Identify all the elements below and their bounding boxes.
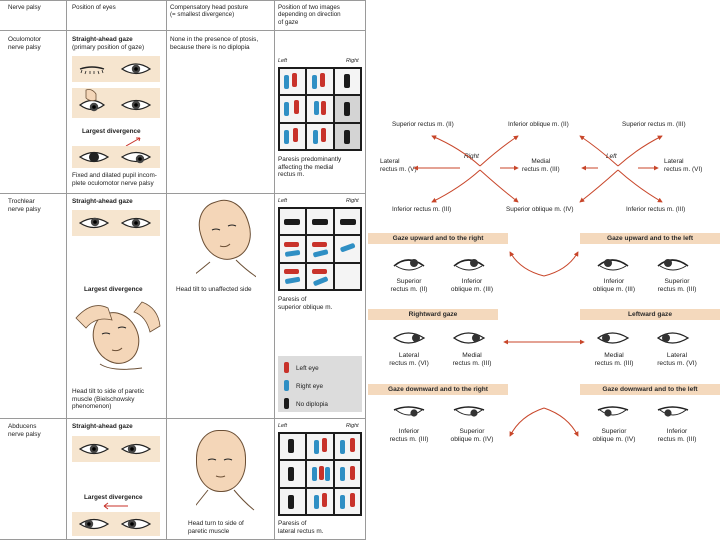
legend xyxy=(278,356,362,412)
muscle-mid-right-1: Lateral rectus m. (VI) xyxy=(389,352,429,367)
eyes-gaze-left-icon xyxy=(596,332,690,344)
diplopia-marks-abducens xyxy=(288,438,355,509)
row-trochlear-largest: Largest divergence xyxy=(84,286,143,293)
table-row1-line xyxy=(0,193,366,194)
row-oculomotor-gaze-title: Straight-ahead gaze xyxy=(72,36,133,43)
eyes-trochlear-icon xyxy=(78,217,152,229)
table-right-line xyxy=(365,0,366,540)
row-trochlear-name: Trochlear nerve palsy xyxy=(8,198,41,213)
muscle-mid-left-2: Lateral rectus m. (VI) xyxy=(657,352,697,367)
bar-gaze-right: Rightward gaze xyxy=(368,309,498,320)
muscle-down-left-1: Superior oblique m. (IV) xyxy=(592,428,636,443)
bar-gaze-up-right: Gaze upward and to the right xyxy=(368,233,508,244)
table-header-line xyxy=(0,30,366,31)
bar-gaze-left: Leftward gaze xyxy=(580,309,720,320)
row-trochlear-posture: Head tilt to unaffected side xyxy=(176,286,252,293)
legend-no-diplopia: No diplopia xyxy=(296,401,328,408)
label-superior-rectus-left: Superior rectus m. (III) xyxy=(622,121,686,128)
legend-swatches xyxy=(284,362,289,409)
label-superior-rectus-right: Superior rectus m. (II) xyxy=(392,121,454,128)
row-trochlear-grid-left: Left xyxy=(278,198,287,204)
eyes-gaze-right-icon xyxy=(392,332,486,344)
label-right: Right xyxy=(464,153,479,160)
bar-gaze-up-left-label: Gaze upward and to the left xyxy=(606,235,694,242)
label-inferior-rectus-right: Inferior rectus m. (III) xyxy=(392,206,452,213)
eyes-gaze-up-right-icon xyxy=(393,259,485,271)
row-trochlear-note: Head tilt to side of paretic muscle (Bie… xyxy=(72,388,145,411)
muscle-down-right-1: Inferior rectus m. (III) xyxy=(389,428,429,443)
eyes-ptosis-icon xyxy=(79,63,152,75)
table-col3-line xyxy=(274,0,275,540)
header-head-posture: Compensatory head posture (= smallest di… xyxy=(170,4,249,19)
row-oculomotor-note: Fixed and dilated pupil incom- plete ocu… xyxy=(72,172,157,187)
header-position-of-eyes: Position of eyes xyxy=(72,4,116,11)
row-oculomotor-grid-right: Right xyxy=(346,58,359,64)
table-top-line xyxy=(0,0,366,1)
head-tilt-paretic-icon xyxy=(75,301,161,370)
header-image-position: Position of two images depending on dire… xyxy=(278,4,341,26)
row-oculomotor-grid-left: Left xyxy=(278,58,287,64)
abducens-arrow-icon xyxy=(103,502,128,510)
eyes-gaze-down-right-icon xyxy=(393,406,485,417)
head-turn-face xyxy=(196,430,246,492)
muscle-up-left-2: Superior rectus m. (III) xyxy=(657,278,697,293)
head-turn-features-icon xyxy=(196,458,255,511)
muscle-down-left-2: Inferior rectus m. (III) xyxy=(657,428,697,443)
bar-gaze-up-right-label: Gaze upward and to the right xyxy=(392,235,484,242)
eyes-abducens-straight-icon xyxy=(78,443,152,455)
label-medial-rectus: Medial rectus m. (III) xyxy=(522,158,560,173)
eyes-abducens-gaze-icon xyxy=(78,518,152,530)
header-nerve-palsy: Nerve palsy xyxy=(8,4,41,11)
row-abducens-grid-left: Left xyxy=(278,423,287,429)
muscle-up-right-1: Superior rectus m. (II) xyxy=(390,278,428,293)
table-col2-line xyxy=(166,0,167,540)
bar-gaze-down-left: Gaze downward and to the left xyxy=(580,384,720,395)
row-trochlear-gaze-title: Straight-ahead gaze xyxy=(72,198,133,205)
label-lateral-rectus-left: Lateral rectus m. (VI) xyxy=(664,158,703,173)
table-col1-line xyxy=(66,0,67,540)
bar-gaze-down-right-label: Gaze downward and to the right xyxy=(387,386,488,393)
label-inferior-rectus-left: Inferior rectus m. (III) xyxy=(626,206,686,213)
row-oculomotor-paresis: Paresis predominantly affecting the medi… xyxy=(278,156,342,179)
muscle-up-right-2: Inferior oblique m. (III) xyxy=(450,278,494,293)
legend-right-eye: Right eye xyxy=(296,383,323,390)
muscle-action-arrows xyxy=(413,135,663,203)
label-inferior-oblique-left: Inferior oblique m. (II) xyxy=(508,121,569,128)
diplopia-marks-trochlear xyxy=(284,219,356,286)
row-oculomotor-posture: None in the presence of ptosis, because … xyxy=(170,36,259,51)
row-abducens-gaze-title: Straight-ahead gaze xyxy=(72,423,133,430)
label-lateral-rectus-right: Lateral rectus m. (V) xyxy=(380,158,417,173)
bar-gaze-left-label: Leftward gaze xyxy=(628,311,672,318)
divergence-arrow-icon xyxy=(125,137,141,147)
row-oculomotor-largest: Largest divergence xyxy=(82,128,141,135)
row-abducens-posture: Head turn to side of paretic muscle xyxy=(188,520,244,535)
head-tilt-features-icon xyxy=(196,224,256,278)
diplopia-marks-oculomotor xyxy=(284,73,350,144)
bar-gaze-down-right: Gaze downward and to the right xyxy=(368,384,508,395)
eyes-dilated-pupil-icon xyxy=(78,151,152,164)
muscle-mid-left-1: Medial rectus m. (III) xyxy=(594,352,634,367)
row-trochlear-grid-right: Right xyxy=(346,198,359,204)
label-superior-oblique: Superior oblique m. (IV) xyxy=(506,206,574,213)
row-abducens-paresis: Paresis of lateral rectus m. xyxy=(278,520,324,535)
eyes-gaze-up-left-icon xyxy=(597,259,689,271)
table-row2-line xyxy=(0,418,366,419)
label-left: Left xyxy=(606,153,617,160)
row-abducens-grid-right: Right xyxy=(346,423,359,429)
eyes-lifted-lid-icon xyxy=(78,89,152,112)
row-abducens-name: Abducens nerve palsy xyxy=(8,423,41,438)
row-trochlear-paresis: Paresis of superior oblique m. xyxy=(278,296,333,311)
bar-gaze-down-left-label: Gaze downward and to the left xyxy=(602,386,698,393)
gaze-connector-arrows xyxy=(503,251,585,437)
bar-gaze-up-left: Gaze upward and to the left xyxy=(580,233,720,244)
muscle-up-left-1: Inferior oblique m. (III) xyxy=(592,278,636,293)
muscle-down-right-2: Superior oblique m. (IV) xyxy=(450,428,494,443)
muscle-mid-right-2: Medial rectus m. (III) xyxy=(452,352,492,367)
legend-left-eye: Left eye xyxy=(296,365,319,372)
row-abducens-largest: Largest divergence xyxy=(84,494,143,501)
row-oculomotor-name: Oculomotor nerve palsy xyxy=(8,36,42,51)
bar-gaze-right-label: Rightward gaze xyxy=(408,311,458,318)
row-oculomotor-gaze-sub: (primary position of gaze) xyxy=(72,44,145,51)
eyes-gaze-down-left-icon xyxy=(597,406,689,417)
